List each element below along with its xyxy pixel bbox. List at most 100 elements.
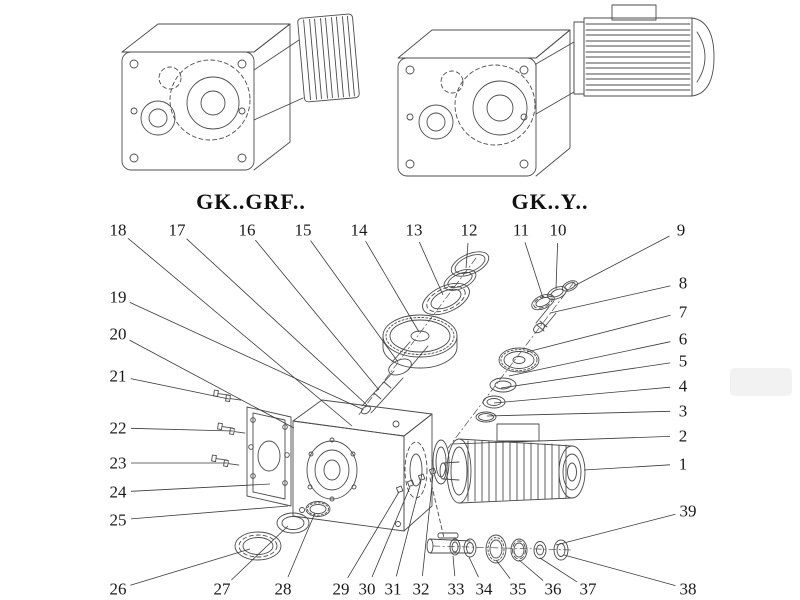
part-number-34: 34 xyxy=(476,580,494,599)
output-gear xyxy=(485,534,507,564)
leader-line-27 xyxy=(231,525,289,581)
part-number-23: 23 xyxy=(110,454,127,473)
leader-line-21 xyxy=(130,378,230,400)
leader-line-4 xyxy=(493,386,671,404)
part-number-15: 15 xyxy=(295,221,312,240)
fan-cover-fins xyxy=(297,13,360,103)
leader-line-3 xyxy=(486,410,671,417)
bearing xyxy=(234,531,282,561)
gear-housing xyxy=(292,399,433,532)
input-axis-centerline xyxy=(357,257,477,417)
leader-line-35 xyxy=(495,559,511,579)
leader-line-30 xyxy=(371,486,411,578)
leader-line-19 xyxy=(129,302,363,410)
part-number-12: 12 xyxy=(461,221,478,240)
part-number-18: 18 xyxy=(110,221,127,240)
leader-line-18 xyxy=(127,237,353,427)
leader-line-39 xyxy=(555,513,676,546)
leader-line-7 xyxy=(526,314,671,353)
part-number-21: 21 xyxy=(110,367,127,386)
part-number-4: 4 xyxy=(679,377,688,396)
part-number-10: 10 xyxy=(550,221,567,240)
gearbox-y-drawing xyxy=(397,4,715,177)
part-number-8: 8 xyxy=(679,274,688,293)
leader-line-37 xyxy=(539,557,578,583)
leader-line-5 xyxy=(500,362,671,389)
part-number-30: 30 xyxy=(359,580,376,599)
leader-line-22 xyxy=(130,427,234,432)
leader-line-32 xyxy=(422,474,434,577)
watermark xyxy=(730,368,792,396)
part-number-11: 11 xyxy=(513,221,529,240)
leader-line-13 xyxy=(418,241,444,296)
part-number-32: 32 xyxy=(413,580,430,599)
leader-line-14 xyxy=(365,240,420,333)
part-number-36: 36 xyxy=(545,580,562,599)
leader-line-38 xyxy=(563,554,676,586)
bearing xyxy=(422,282,470,316)
part-number-25: 25 xyxy=(110,511,127,530)
part-number-24: 24 xyxy=(110,483,128,502)
leader-line-6 xyxy=(508,341,671,377)
bearing-rings xyxy=(234,501,331,561)
part-number-35: 35 xyxy=(510,580,527,599)
leader-line-26 xyxy=(130,548,251,586)
bearing xyxy=(531,293,555,311)
part-number-7: 7 xyxy=(679,303,688,322)
leader-line-1 xyxy=(583,464,671,471)
leader-line-10 xyxy=(555,242,558,290)
bearing xyxy=(510,538,528,562)
leader-line-36 xyxy=(518,559,544,581)
leader-line-12 xyxy=(465,242,469,269)
terminal-box xyxy=(496,423,540,442)
exploded-view xyxy=(211,251,586,564)
part-number-38: 38 xyxy=(680,580,697,599)
leader-line-28 xyxy=(287,512,316,578)
output-shaft-assembly xyxy=(426,477,569,564)
part-number-16: 16 xyxy=(239,221,256,240)
part-number-31: 31 xyxy=(385,580,402,599)
leader-line-29 xyxy=(347,491,400,579)
motor-drawing xyxy=(439,423,586,504)
part-number-1: 1 xyxy=(679,455,688,474)
part-number-20: 20 xyxy=(110,325,127,344)
part-number-26: 26 xyxy=(110,580,127,599)
part-number-14: 14 xyxy=(351,221,369,240)
mounting-bolts xyxy=(211,389,246,467)
motor-top-drawing xyxy=(573,4,715,97)
leader-line-11 xyxy=(524,242,544,299)
leader-line-9 xyxy=(573,235,670,287)
leader-line-17 xyxy=(186,238,368,406)
terminal-box xyxy=(611,4,657,21)
leader-line-24 xyxy=(130,483,271,492)
output-axis-centerline xyxy=(432,545,573,551)
leader-line-34 xyxy=(468,556,479,578)
part-number-28: 28 xyxy=(275,580,292,599)
part-number-29: 29 xyxy=(333,580,350,599)
input-shaft xyxy=(361,370,404,415)
part-number-13: 13 xyxy=(406,221,423,240)
variant-label-grf: GK..GRF.. xyxy=(196,189,306,214)
gearbox-grf-drawing xyxy=(121,13,360,171)
variant-label-y: GK..Y.. xyxy=(511,189,589,214)
leader-line-15 xyxy=(310,240,399,363)
part-number-6: 6 xyxy=(679,330,688,349)
leader-line-2 xyxy=(451,436,671,445)
part-number-9: 9 xyxy=(677,221,686,240)
bevel-pinion-assembly xyxy=(475,280,578,423)
fan-cowl xyxy=(691,17,715,97)
part-number-37: 37 xyxy=(580,580,598,599)
pinion-axis-centerline xyxy=(447,281,575,449)
part-number-2: 2 xyxy=(679,427,688,446)
part-number-19: 19 xyxy=(110,288,127,307)
part-number-27: 27 xyxy=(214,580,232,599)
part-number-3: 3 xyxy=(679,402,688,421)
leader-line-20 xyxy=(129,339,295,429)
leader-line-25 xyxy=(130,505,289,520)
cover-plate xyxy=(246,406,292,507)
part-number-22: 22 xyxy=(110,419,127,438)
part-number-39: 39 xyxy=(680,502,697,521)
